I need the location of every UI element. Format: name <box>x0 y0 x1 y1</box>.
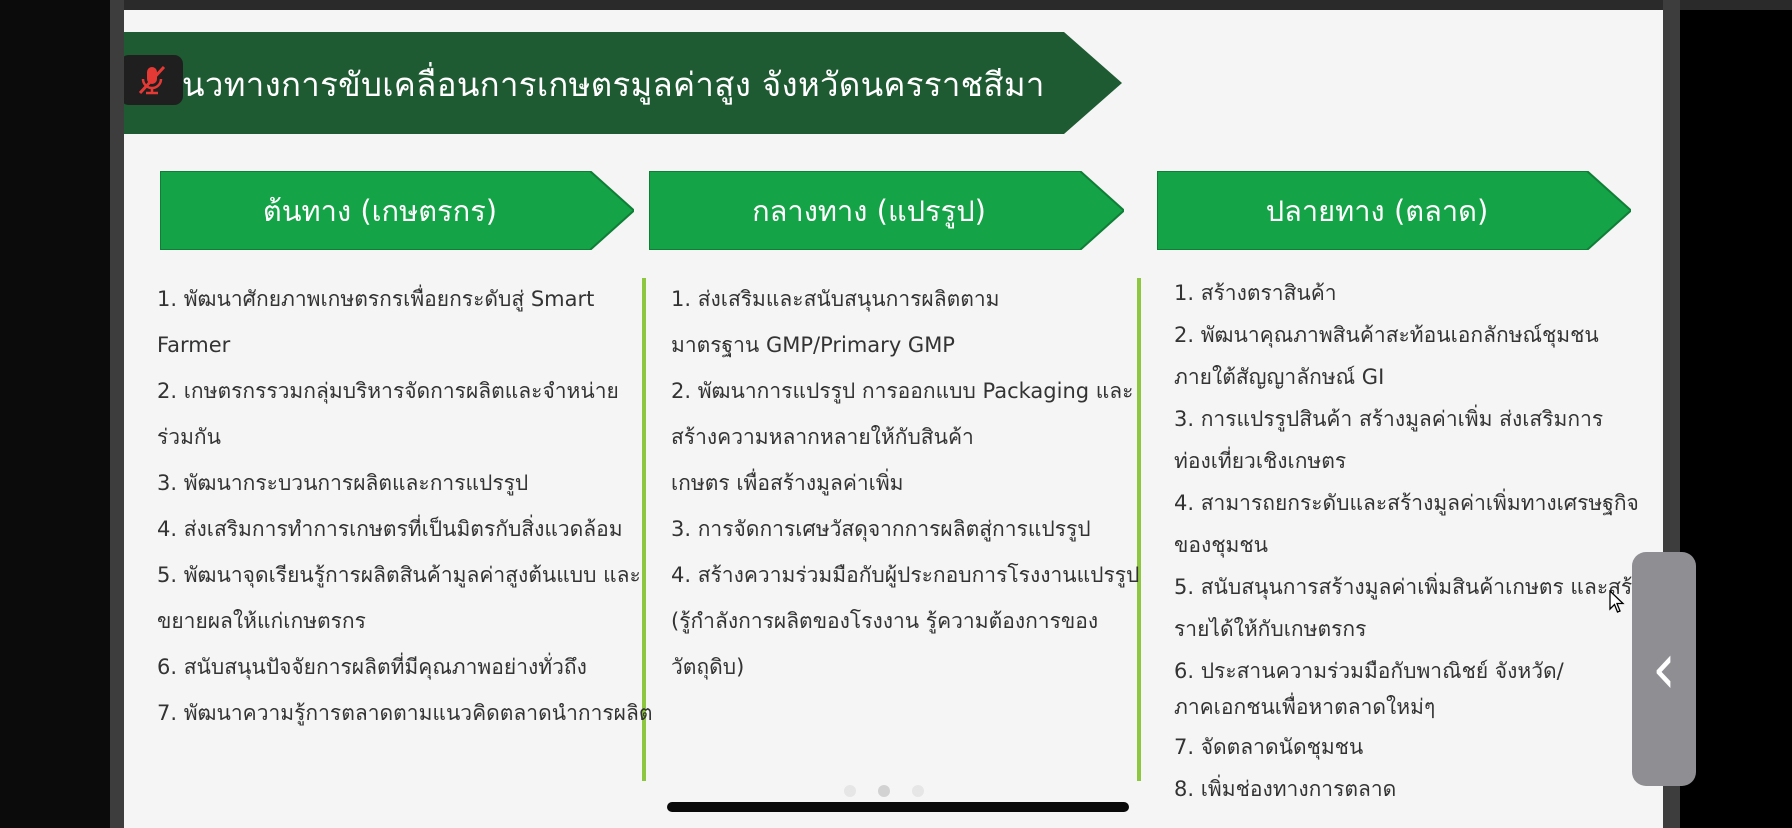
list-item: 3. การจัดการเศษวัสดุจากการผลิตสู่การแปรร… <box>671 517 1091 541</box>
list-item: 3. การแปรรูปสินค้า สร้างมูลค่าเพิ่ม ส่งเ… <box>1174 407 1604 431</box>
list-item: 3. พัฒนากระบวนการผลิตและการแปรรูป <box>157 471 529 495</box>
list-item: 5. พัฒนาจุดเรียนรู้การผลิตสินค้ามูลค่าสู… <box>157 563 641 587</box>
side-panel-collapse-button[interactable]: ‹ <box>1632 552 1696 786</box>
downstream-item-list: 1. สร้างตราสินค้า 2. พัฒนาคุณภาพสินค้าสะ… <box>1174 272 1654 810</box>
header-arrow-shape <box>1157 171 1631 250</box>
list-item: Farmer <box>157 333 231 357</box>
column-divider <box>642 278 646 781</box>
list-item: ของชุมชน <box>1174 533 1268 557</box>
list-item: 1. สร้างตราสินค้า <box>1174 281 1337 305</box>
column-header-downstream: ปลายทาง (ตลาด) <box>1157 171 1631 250</box>
list-item: 4. สร้างความร่วมมือกับผู้ประกอบการโรงงาน… <box>671 563 1140 587</box>
list-item: 2. พัฒนาคุณภาพสินค้าสะท้อนเอกลักษณ์ชุมชน <box>1174 323 1599 347</box>
list-item: 2. เกษตรกรรวมกลุ่มบริหารจัดการผลิตและจำห… <box>157 379 619 403</box>
list-item: เกษตร เพื่อสร้างมูลค่าเพิ่ม <box>671 471 904 495</box>
top-status-strip <box>0 0 1792 10</box>
list-item: ภายใต้สัญญาลักษณ์ GI <box>1174 365 1385 389</box>
muted-microphone-icon <box>138 65 165 95</box>
list-item: (รู้กำลังการผลิตของโรงงาน รู้ความต้องการ… <box>671 609 1099 633</box>
list-item: 6. สนับสนุนปัจจัยการผลิตที่มีคุณภาพอย่าง… <box>157 655 587 679</box>
column-divider <box>1137 278 1141 781</box>
presentation-slide: นวทางการขับเคลื่อนการเกษตรมูลค่าสูง จังห… <box>124 10 1663 828</box>
list-item: 2. พัฒนาการแปรรูป การออกแบบ Packaging แล… <box>671 379 1134 403</box>
upstream-item-list: 1. พัฒนาศักยภาพเกษตรกรเพื่อยกระดับสู่ Sm… <box>157 276 652 736</box>
list-item: 8. เพิ่มช่องทางการตลาด <box>1174 777 1397 801</box>
list-item: ขยายผลให้แก่เกษตรกร <box>157 609 366 633</box>
list-item: 7. จัดตลาดนัดชุมชน <box>1174 735 1364 759</box>
mute-button[interactable] <box>124 55 183 105</box>
column-header-label: กลางทาง (แปรรูป) <box>752 193 986 228</box>
list-item: รายได้ให้กับเกษตรกร <box>1174 617 1367 641</box>
list-item: ภาคเอกชนเพื่อหาตลาดใหม่ๆ <box>1174 695 1436 719</box>
header-arrow-shape <box>160 171 634 250</box>
column-header-midstream: กลางทาง (แปรรูป) <box>649 171 1124 250</box>
list-item: 1. ส่งเสริมและสนับสนุนการผลิตตาม <box>671 287 1000 311</box>
header-arrow-shape <box>649 171 1124 250</box>
list-item: ร่วมกัน <box>157 425 221 449</box>
slide-title: นวทางการขับเคลื่อนการเกษตรมูลค่าสูง จังห… <box>182 65 1045 104</box>
midstream-item-list: 1. ส่งเสริมและสนับสนุนการผลิตตาม มาตรฐาน… <box>671 276 1139 690</box>
title-banner: นวทางการขับเคลื่อนการเกษตรมูลค่าสูง จังห… <box>124 32 1122 134</box>
home-indicator-bar[interactable] <box>667 802 1129 812</box>
mouse-pointer-icon <box>1609 589 1625 618</box>
list-item: 6. ประสานความร่วมมือกับพาณิชย์ จังหวัด/ <box>1174 659 1564 683</box>
page-indicator[interactable] <box>844 785 924 797</box>
column-header-upstream: ต้นทาง (เกษตรกร) <box>160 171 634 250</box>
list-item: 5. สนับสนุนการสร้างมูลค่าเพิ่มสินค้าเกษต… <box>1174 575 1655 599</box>
chevron-left-icon: ‹ <box>1652 627 1676 711</box>
page-dot[interactable] <box>912 785 924 797</box>
list-item: วัตถุดิบ) <box>671 655 745 679</box>
left-border-strip <box>110 0 124 828</box>
column-header-label: ปลายทาง (ตลาด) <box>1265 193 1489 228</box>
page-dot[interactable] <box>844 785 856 797</box>
title-banner-shape <box>124 32 1122 134</box>
page-dot-active[interactable] <box>878 785 890 797</box>
list-item: สร้างความหลากหลายให้กับสินค้า <box>671 425 974 449</box>
column-header-label: ต้นทาง (เกษตรกร) <box>262 193 498 228</box>
list-item: มาตรฐาน GMP/Primary GMP <box>671 333 955 357</box>
list-item: 1. พัฒนาศักยภาพเกษตรกรเพื่อยกระดับสู่ Sm… <box>157 287 595 311</box>
list-item: 4. สามารถยกระดับและสร้างมูลค่าเพิ่มทางเศ… <box>1174 491 1639 515</box>
list-item: 4. ส่งเสริมการทำการเกษตรที่เป็นมิตรกับสิ… <box>157 517 623 541</box>
list-item: ท่องเที่ยวเชิงเกษตร <box>1174 449 1347 473</box>
left-letterbox <box>0 0 124 828</box>
list-item: 7. พัฒนาความรู้การตลาดตามแนวคิดตลาดนำการ… <box>157 701 653 725</box>
